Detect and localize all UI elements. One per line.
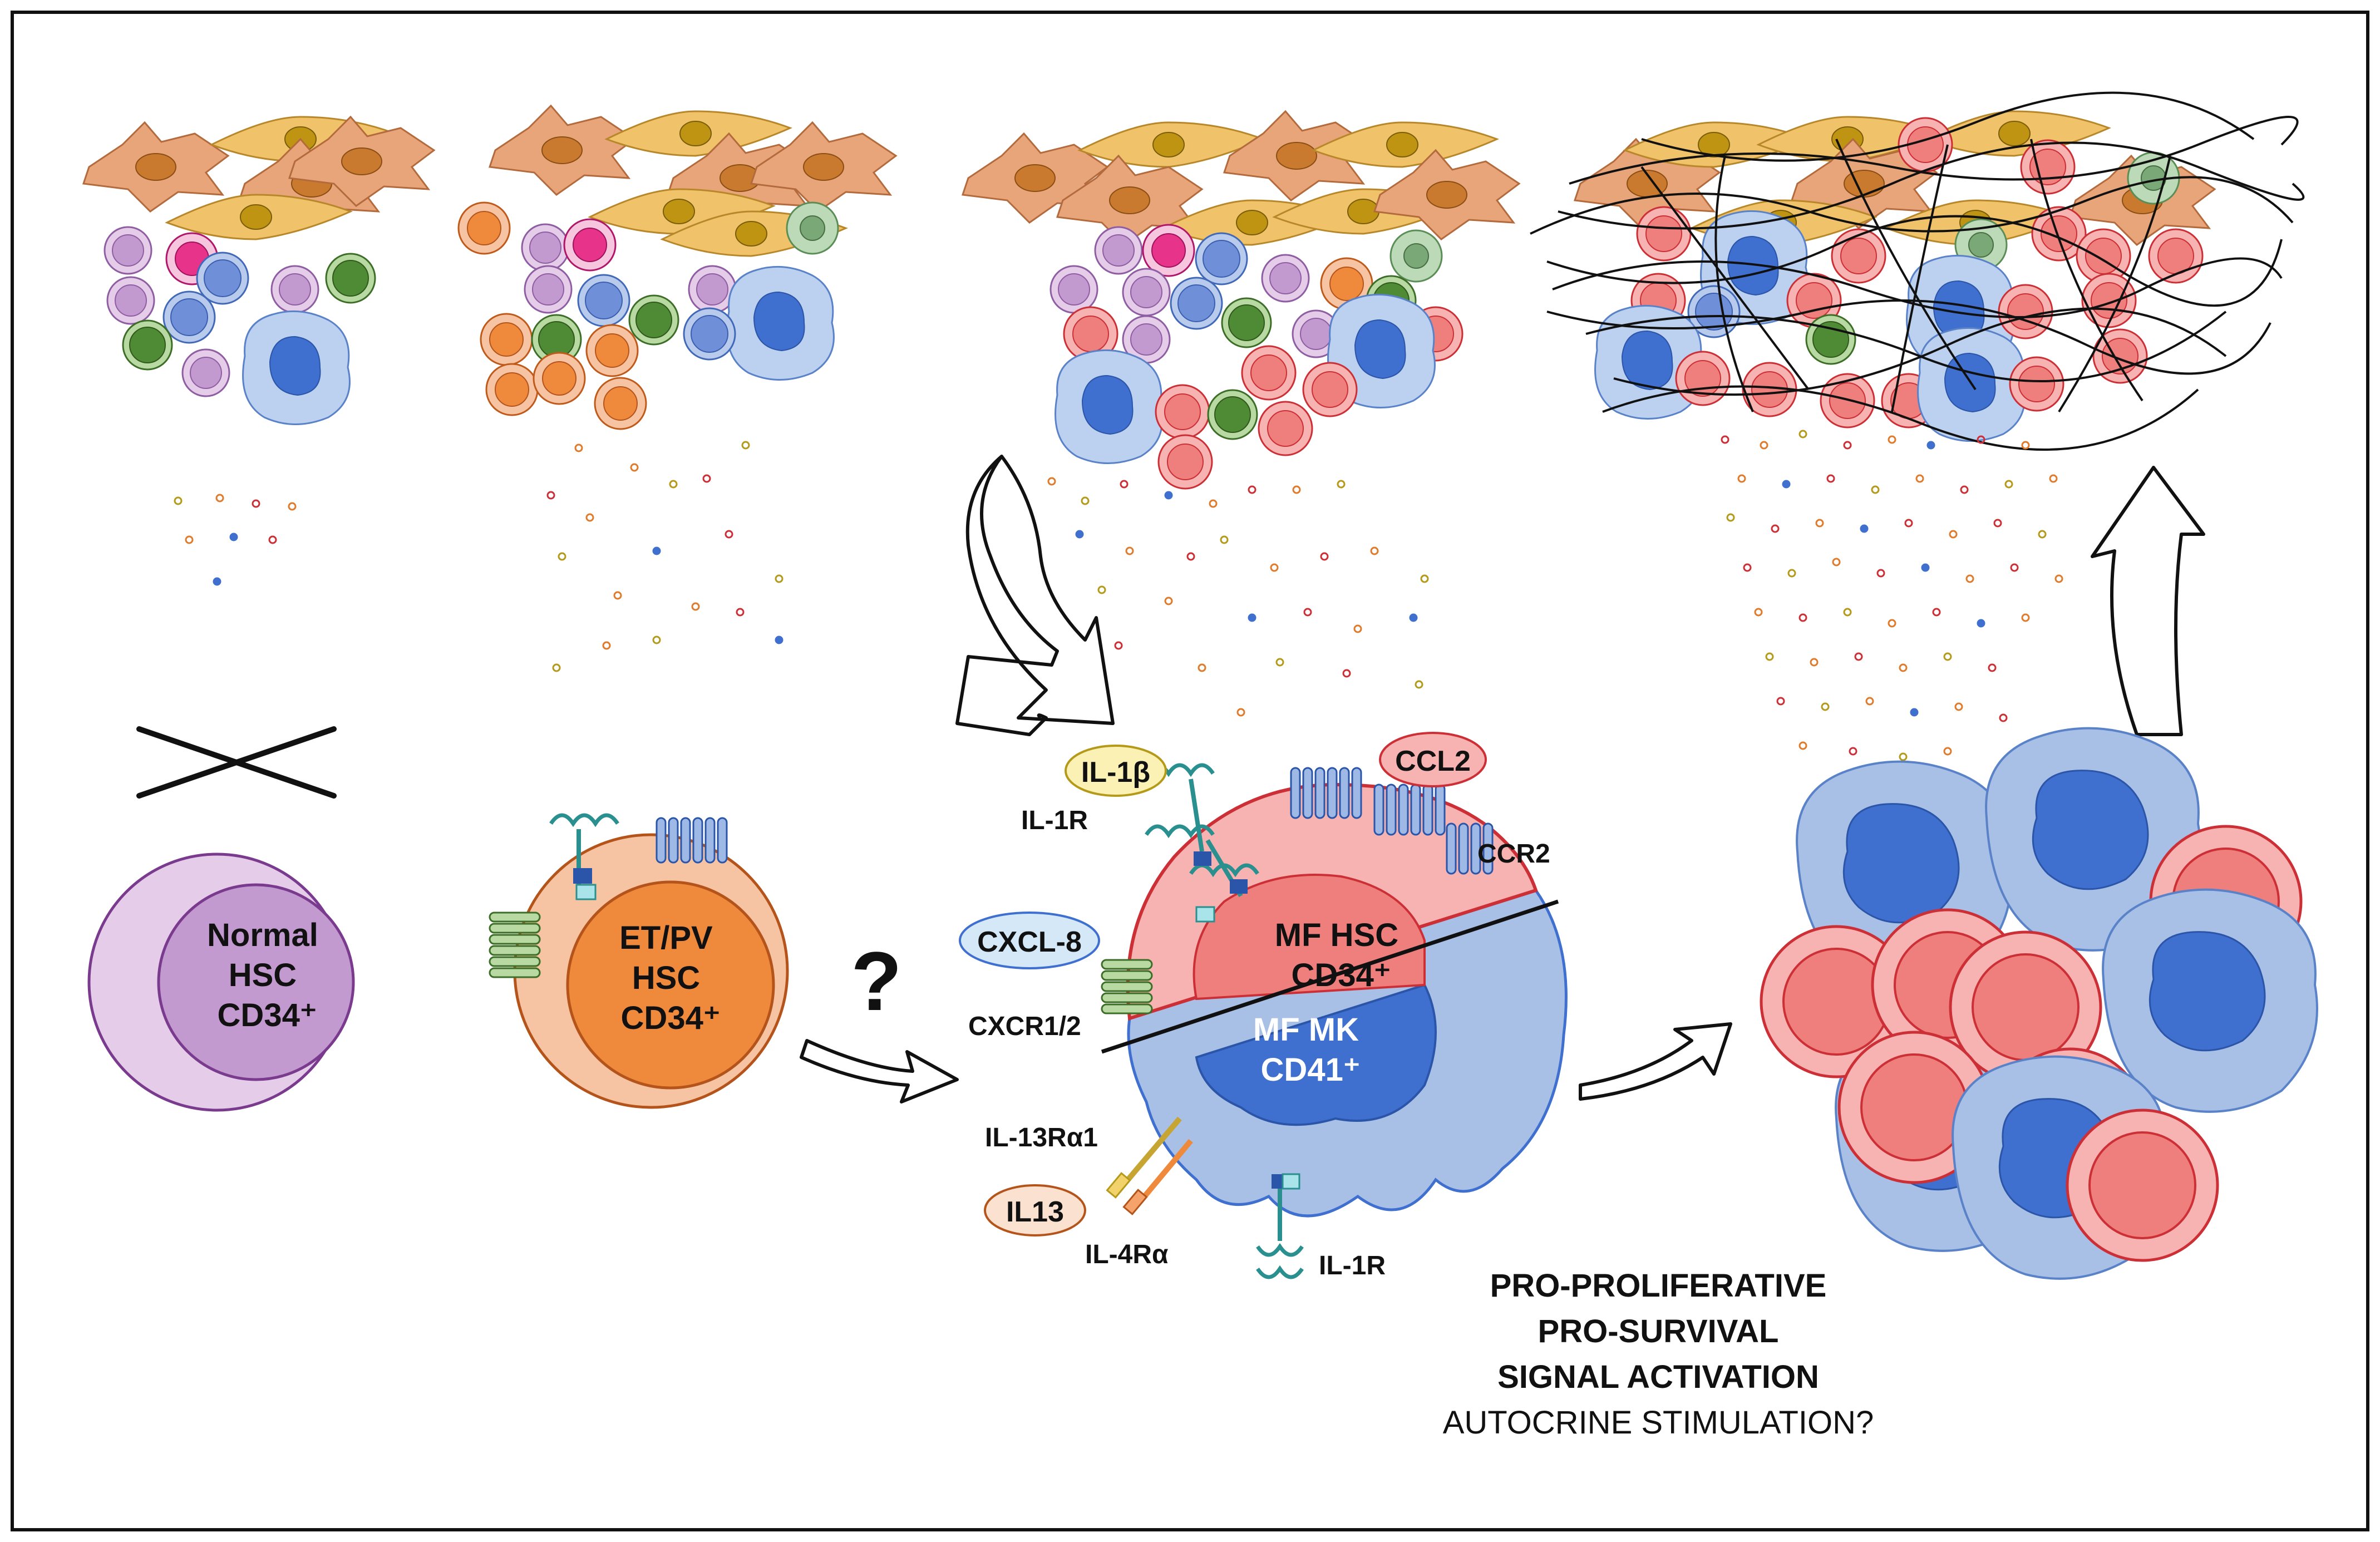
etpv-hsc-line1: ET/PV xyxy=(619,920,713,956)
ccl2-label: CCL2 xyxy=(1395,745,1471,777)
mf-mk-line2: CD41⁺ xyxy=(1261,1052,1361,1088)
svg-text:Normal HSC CD34⁺: Normal HSC CD34⁺ xyxy=(207,917,327,1033)
cxcl8-ligand: CXCL-8 xyxy=(959,912,1100,969)
svg-text:MF HSC CD34⁺: MF HSC CD34⁺ xyxy=(1275,917,1407,993)
normal-niche xyxy=(82,116,435,586)
normal-hsc-line1: Normal xyxy=(207,917,318,953)
figure-frame xyxy=(11,11,2369,1531)
caption-proliferative: PRO-PROLIFERATIVE xyxy=(1490,1268,1827,1304)
arrow-to-mf-cell xyxy=(800,1039,959,1103)
mf-mk-line1: MF MK xyxy=(1253,1012,1359,1048)
arrow-to-expansion xyxy=(1579,1022,1732,1101)
arrow-up-curved xyxy=(2091,466,2205,736)
il1b-label: IL-1β xyxy=(1081,756,1150,789)
cxcl8-label: CXCL-8 xyxy=(977,926,1082,958)
mf-central-cell: MF HSC CD34⁺ MF MK CD41⁺ xyxy=(1101,763,1568,1279)
reticulin-fibres xyxy=(1530,91,2305,451)
il13ra1-label: IL-13Rα1 xyxy=(985,1123,1098,1152)
svg-text:MF MK CD41⁺: MF MK CD41⁺ xyxy=(1253,1012,1368,1088)
clonal-expansion-cluster xyxy=(1761,727,2318,1280)
blocked-cross xyxy=(136,726,337,799)
il4ra-label: IL-4Rα xyxy=(1085,1240,1169,1269)
etpv-hsc-line2: HSC xyxy=(632,960,700,996)
il1r-receptor-bottom xyxy=(1256,1173,1304,1279)
normal-hsc-cell: Normal HSC CD34⁺ xyxy=(87,853,355,1112)
cxcr12-label: CXCR1/2 xyxy=(968,1012,1081,1041)
caption-survival: PRO-SURVIVAL xyxy=(1538,1313,1779,1349)
svg-text:ET/PV HSC CD34⁺: ET/PV HSC CD34⁺ xyxy=(619,920,722,1036)
ccr2-receptor xyxy=(1290,767,1494,875)
caption-autocrine: AUTOCRINE STIMULATION? xyxy=(1442,1405,1874,1441)
etpv-niche xyxy=(457,105,897,672)
mf-hsc-line1: MF HSC xyxy=(1275,917,1398,953)
mf-niche xyxy=(962,110,1520,717)
normal-hsc-line2: HSC xyxy=(229,957,297,993)
il13-ligand: IL13 xyxy=(984,1184,1086,1236)
mf-hsc-line2: CD34⁺ xyxy=(1292,957,1391,993)
ccl2-ligand: CCL2 xyxy=(1379,732,1487,787)
question-mark: ? xyxy=(851,934,902,1028)
normal-hsc-line3: CD34⁺ xyxy=(218,997,317,1033)
etpv-il1r-receptor xyxy=(549,813,619,900)
arrow-down-curved xyxy=(955,455,1115,736)
ccr2-label: CCR2 xyxy=(1477,839,1550,869)
il1r-top-label: IL-1R xyxy=(1021,806,1088,835)
etpv-cxcr-receptor xyxy=(489,912,541,978)
cxcr12-receptor xyxy=(1101,959,1153,1014)
il1r-bottom-label: IL-1R xyxy=(1319,1251,1386,1280)
etpv-hsc-cell: ET/PV HSC CD34⁺ xyxy=(489,813,789,1109)
il13-label: IL13 xyxy=(1006,1196,1064,1228)
etpv-gpcr-receptor xyxy=(656,817,728,864)
etpv-hsc-line3: CD34⁺ xyxy=(621,1000,721,1036)
cytokine-cloud xyxy=(1721,430,2063,800)
caption-signal: SIGNAL ACTIVATION xyxy=(1497,1359,1819,1395)
il13-il4-receptor xyxy=(1106,1116,1193,1215)
outcome-caption: PRO-PROLIFERATIVE PRO-SURVIVAL SIGNAL AC… xyxy=(1408,1263,1909,1446)
il1r-receptor-top xyxy=(1145,763,1259,923)
il1b-ligand: IL-1β xyxy=(1065,745,1167,797)
